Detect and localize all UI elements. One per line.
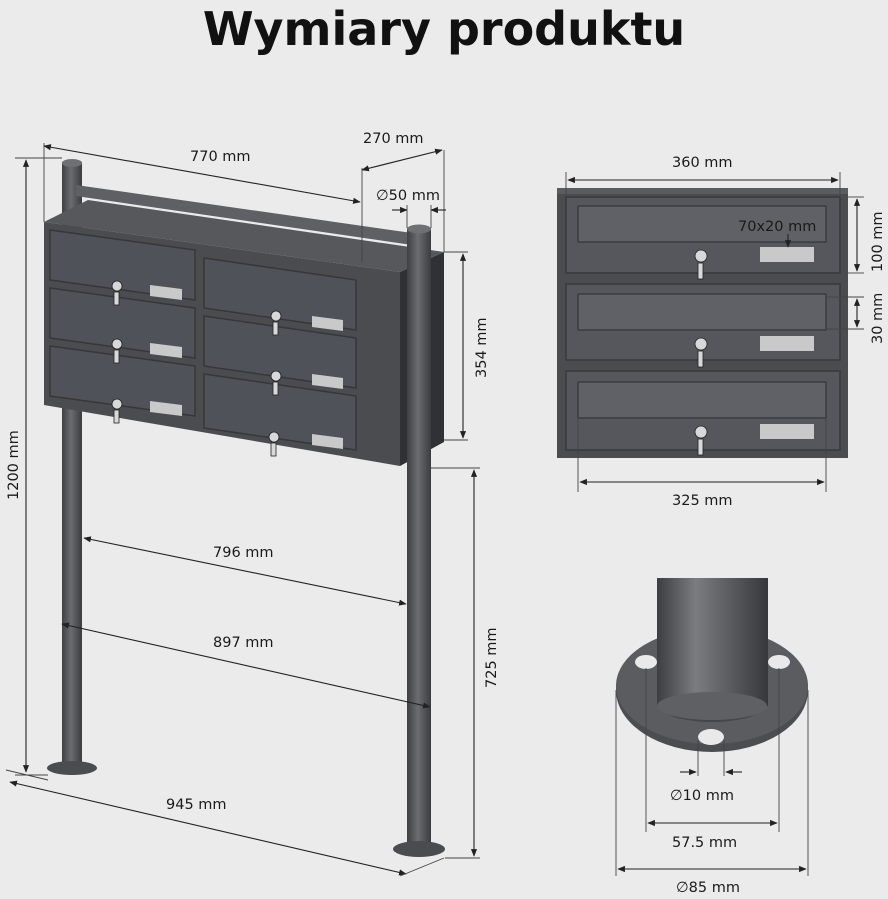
label-plates [150,285,343,449]
front-view [557,188,848,458]
label-gap-height: 30 mm [870,293,886,344]
label-ground-clearance: 725 mm [484,627,500,688]
dimension-labels: 270 mm 770 mm ∅50 mm 354 mm 1200 mm 796 … [6,131,886,896]
label-base-plate-diameter: ∅85 mm [676,880,740,896]
back-pole-top [62,159,82,167]
label-inner-width: 325 mm [672,493,733,509]
label-compartment-height: 100 mm [870,211,886,272]
front-pole-top [407,224,431,234]
mounting-hole-right [768,655,790,669]
dimension-lines-left [5,143,480,877]
compartments-left [49,229,196,417]
mailbox-stand [44,159,445,857]
label-hole-diameter: ∅10 mm [670,788,734,804]
compartments-right [203,257,357,451]
mounting-hole-front [698,729,724,745]
back-pole-foot [47,761,97,775]
base-plate-view [616,578,808,752]
label-slot-size: 70x20 mm [738,219,816,235]
front-lock-icons [694,249,708,456]
front-pole-foot [393,841,445,857]
pole-section [657,578,768,706]
mounting-hole-left [635,655,657,669]
label-hole-spacing: 57.5 mm [672,835,737,851]
label-depth: 270 mm [363,131,424,147]
lock-icons [111,280,282,457]
box-top [44,200,444,272]
label-pole-spacing-outer: 897 mm [213,635,274,651]
label-box-width: 770 mm [190,149,251,165]
label-pole-diameter: ∅50 mm [376,188,440,204]
label-front-width: 360 mm [672,155,733,171]
front-pole [407,228,431,848]
label-box-height: 354 mm [474,317,490,378]
label-pole-spacing-inner: 796 mm [213,545,274,561]
label-total-height: 1200 mm [6,430,22,500]
label-base-width: 945 mm [166,797,227,813]
dimension-lines-front [565,172,864,492]
page-title: Wymiary produktu [202,2,686,56]
front-label-plates [760,247,814,439]
dimension-lines-base [615,668,809,876]
front-slots [577,205,827,419]
